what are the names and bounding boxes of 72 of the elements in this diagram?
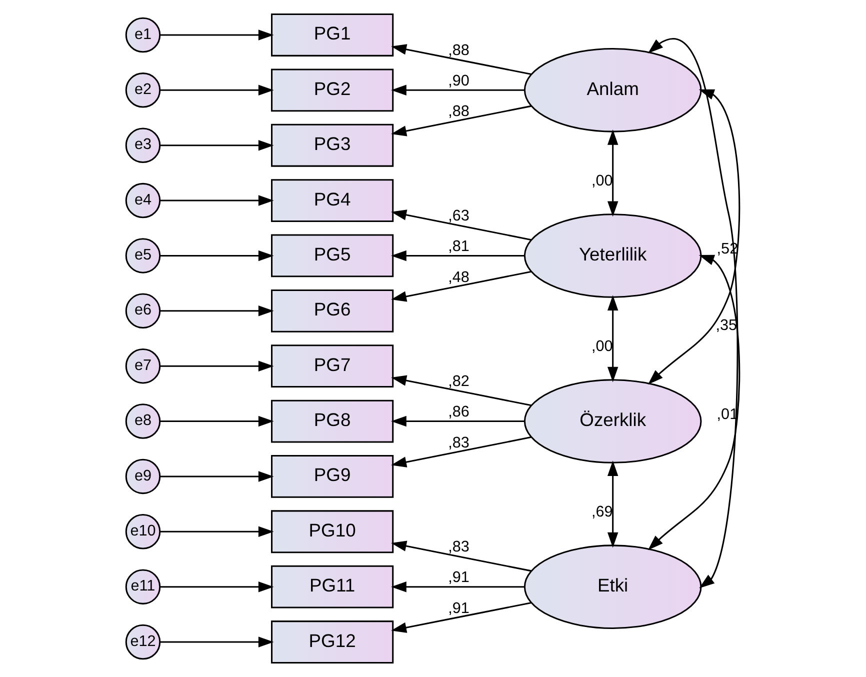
node-box: PG8 [271,400,394,443]
arrow [391,436,532,468]
edge-label: ,88 [448,42,470,59]
arrow [160,30,274,40]
node-box: PG11 [271,565,394,608]
arrow [607,130,618,217]
arrow [391,105,532,136]
node-ellipse: Etki [524,544,702,629]
arrow [160,581,274,592]
edge-label: ,35 [716,316,738,334]
arrow [391,44,532,76]
arrow [391,210,532,241]
node-box: PG2 [271,68,394,112]
arrow [160,416,274,427]
edge-label: ,86 [448,404,470,421]
arrow [391,581,524,592]
node-circle: e8 [125,404,161,439]
node-box: PG10 [271,510,394,554]
arrow [160,526,274,538]
arrow [160,140,274,151]
edge-label: ,82 [448,373,470,390]
edge-label: ,81 [448,238,470,256]
edge-label: ,83 [448,434,470,452]
arrow [391,416,524,427]
node-box: PG3 [271,124,394,167]
arrow [160,250,274,262]
node-circle: e9 [125,458,161,494]
node-circle: e3 [125,128,161,163]
node-circle: e6 [125,293,161,329]
node-ellipse: Özerklik [524,379,702,464]
node-box: PG4 [271,179,394,222]
node-box: PG6 [271,289,394,332]
arrow [160,306,274,316]
arrow [160,360,274,372]
node-circle: e7 [125,348,161,384]
arrow [607,295,618,382]
edge-label: ,48 [448,268,470,286]
edge-label: ,01 [716,406,738,423]
node-ellipse: Yeterlilik [524,214,702,298]
arrow [391,270,532,302]
node-circle: e5 [125,238,161,274]
edge-label: ,83 [448,538,470,556]
edge-label: ,90 [448,72,470,90]
node-box: PG1 [271,14,394,56]
node-circle: e4 [125,182,161,218]
arrow [160,195,274,206]
arrow [648,254,740,550]
edge-label: ,91 [448,569,470,586]
arrow [607,460,618,548]
node-box: PG9 [271,455,394,498]
edge-label: ,88 [448,103,470,120]
arrow [391,250,524,262]
arrow [648,38,738,588]
arrow [160,636,274,648]
node-ellipse: Anlam [524,48,702,132]
node-box: PG7 [271,344,394,388]
arrow [391,602,532,633]
arrow [160,471,274,482]
edge-label: ,91 [448,600,470,617]
arrow [391,84,524,96]
edge-label: ,69 [591,504,613,521]
node-box: PG5 [271,234,394,278]
node-box: PG12 [271,620,394,664]
arrow [391,375,532,406]
node-circle: e1 [125,17,161,53]
node-circle: e11 [125,569,161,604]
arrow [391,540,532,572]
node-circle: e10 [125,514,161,550]
edge-label: ,63 [448,207,470,224]
node-circle: e2 [125,72,161,108]
arrow [160,84,274,96]
node-circle: e12 [125,624,161,660]
